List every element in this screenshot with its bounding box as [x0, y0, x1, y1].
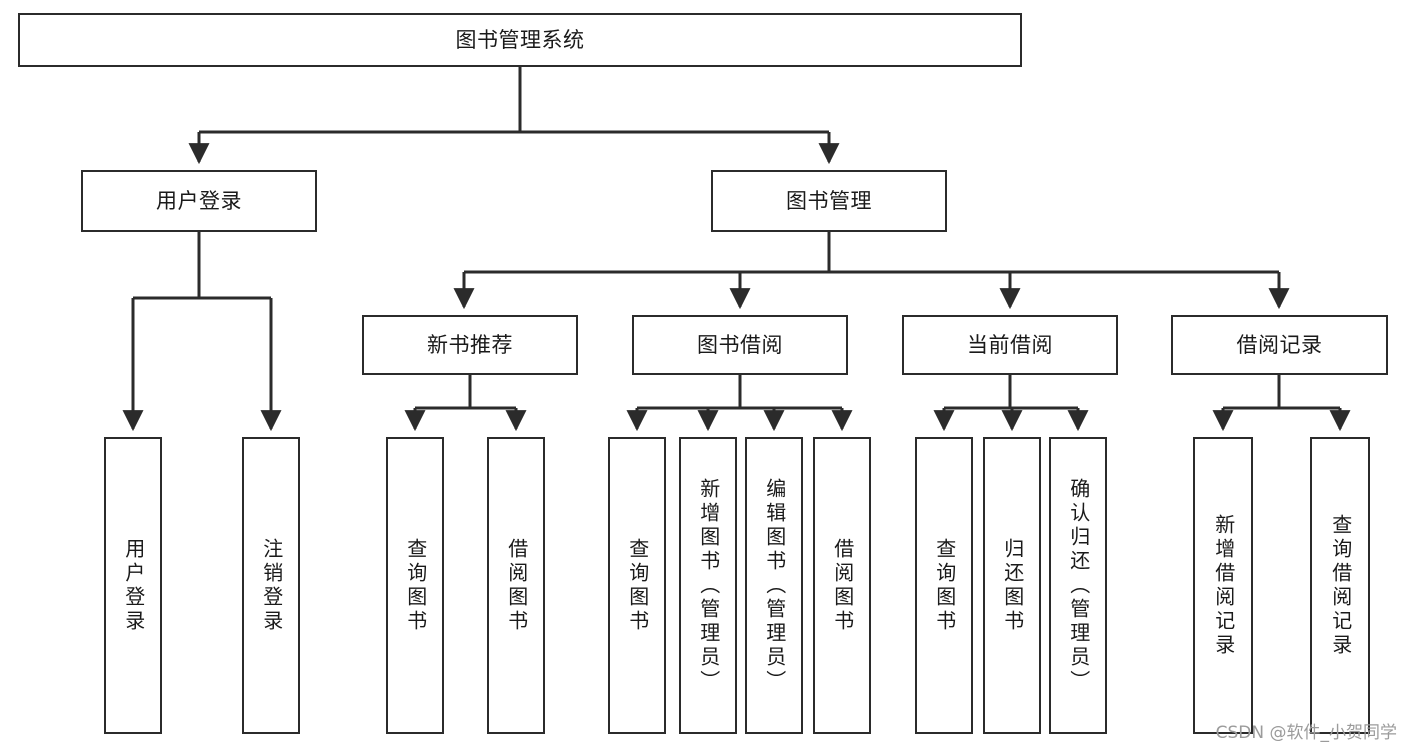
leaf-new-book-query-label: 查询图书	[403, 537, 428, 634]
node-borrow-record[interactable]: 借阅记录	[1171, 315, 1388, 375]
leaf-user-login-logout-label: 注销登录	[259, 537, 284, 634]
leaf-current-confirm-return-label: 确认归还（管理员）	[1066, 477, 1091, 694]
node-borrow-record-label: 借阅记录	[1236, 332, 1323, 357]
node-book-management[interactable]: 图书管理	[711, 170, 947, 232]
node-new-book-recommend-label: 新书推荐	[427, 332, 513, 357]
leaf-current-query-book[interactable]: 查询图书	[915, 437, 973, 734]
leaf-record-query[interactable]: 查询借阅记录	[1310, 437, 1370, 734]
node-book-borrow[interactable]: 图书借阅	[632, 315, 848, 375]
leaf-new-book-borrow-label: 借阅图书	[504, 537, 529, 634]
leaf-current-return-book[interactable]: 归还图书	[983, 437, 1041, 734]
leaf-user-login-login[interactable]: 用户登录	[104, 437, 162, 734]
leaf-user-login-logout[interactable]: 注销登录	[242, 437, 300, 734]
node-user-login[interactable]: 用户登录	[81, 170, 317, 232]
node-book-borrow-label: 图书借阅	[697, 332, 783, 357]
node-current-borrow-label: 当前借阅	[967, 332, 1053, 357]
leaf-borrow-edit-book[interactable]: 编辑图书（管理员）	[745, 437, 803, 734]
leaf-borrow-borrow-book-label: 借阅图书	[830, 537, 855, 634]
leaf-current-return-book-label: 归还图书	[1000, 537, 1025, 634]
leaf-current-confirm-return[interactable]: 确认归还（管理员）	[1049, 437, 1107, 734]
leaf-new-book-borrow[interactable]: 借阅图书	[487, 437, 545, 734]
node-current-borrow[interactable]: 当前借阅	[902, 315, 1118, 375]
node-root-system-label: 图书管理系统	[455, 27, 585, 52]
leaf-borrow-query-book-label: 查询图书	[625, 537, 650, 634]
leaf-record-add-label: 新增借阅记录	[1211, 513, 1236, 658]
leaf-borrow-borrow-book[interactable]: 借阅图书	[813, 437, 871, 734]
leaf-new-book-query[interactable]: 查询图书	[386, 437, 444, 734]
node-new-book-recommend[interactable]: 新书推荐	[362, 315, 578, 375]
leaf-record-query-label: 查询借阅记录	[1328, 513, 1353, 658]
leaf-user-login-login-label: 用户登录	[121, 537, 146, 634]
leaf-borrow-edit-book-label: 编辑图书（管理员）	[762, 477, 787, 694]
node-root-system[interactable]: 图书管理系统	[18, 13, 1022, 67]
node-book-management-label: 图书管理	[786, 188, 872, 213]
leaf-borrow-add-book-label: 新增图书（管理员）	[696, 477, 721, 694]
watermark-text: CSDN @软件_小贺同学	[1215, 723, 1397, 743]
leaf-current-query-book-label: 查询图书	[932, 537, 957, 634]
leaf-record-add[interactable]: 新增借阅记录	[1193, 437, 1253, 734]
node-user-login-label: 用户登录	[156, 188, 242, 213]
leaf-borrow-add-book[interactable]: 新增图书（管理员）	[679, 437, 737, 734]
leaf-borrow-query-book[interactable]: 查询图书	[608, 437, 666, 734]
